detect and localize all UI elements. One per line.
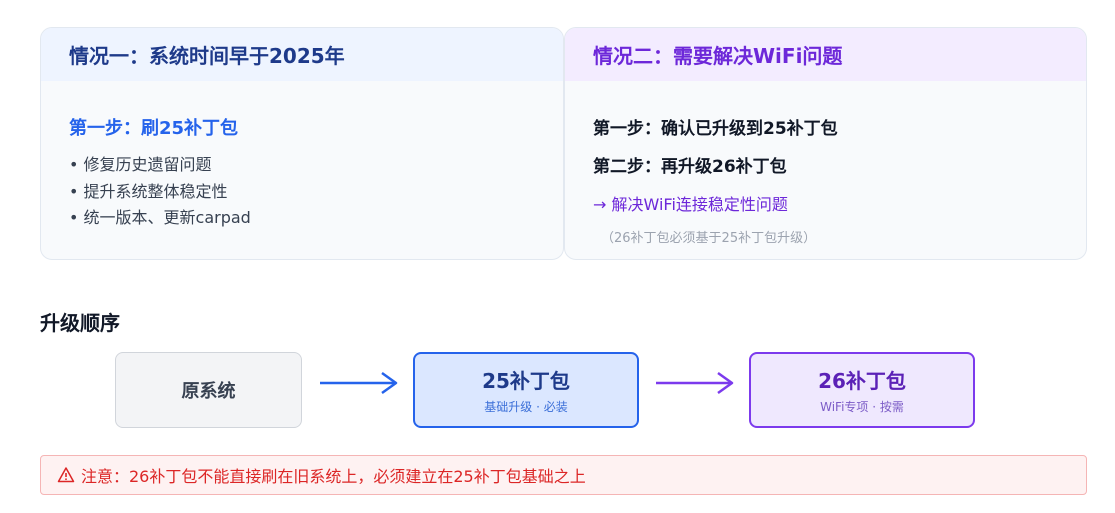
sequence-title: 升级顺序: [40, 311, 120, 335]
case2-result: → 解决WiFi连接稳定性问题: [593, 195, 788, 214]
case1-list: • 修复历史遗留问题 • 提升系统整体稳定性 • 统一版本、更新carpad: [69, 152, 535, 232]
warning-banner: 注意：26补丁包不能直接刷在旧系统上，必须建立在25补丁包基础之上: [40, 455, 1087, 495]
patch25-box: 25补丁包 基础升级 · 必装: [413, 352, 639, 428]
case2-step2: 第二步：再升级26补丁包: [593, 157, 787, 177]
patch25-subtitle: 基础升级 · 必装: [484, 400, 568, 414]
case1-step: 第一步：刷25补丁包: [69, 118, 239, 139]
warning-text: 注意：26补丁包不能直接刷在旧系统上，必须建立在25补丁包基础之上: [81, 467, 586, 486]
patch25-title: 25补丁包: [482, 369, 570, 393]
case1-item: • 统一版本、更新carpad: [69, 208, 251, 227]
arrow-right-icon: [320, 371, 398, 395]
case1-title: 情况一：系统时间早于2025年: [41, 28, 563, 81]
warning-triangle-icon: [57, 467, 75, 483]
patch26-title: 26补丁包: [818, 369, 906, 393]
scenario-cards: 情况一：系统时间早于2025年 第一步：刷25补丁包 • 修复历史遗留问题 • …: [40, 27, 1087, 260]
case2-card: 情况二：需要解决WiFi问题 第一步：确认已升级到25补丁包 第二步：再升级26…: [564, 27, 1087, 260]
original-system-label: 原系统: [181, 381, 236, 402]
case2-title: 情况二：需要解决WiFi问题: [565, 28, 1086, 81]
patch26-box: 26补丁包 WiFi专项 · 按需: [749, 352, 975, 428]
patch26-subtitle: WiFi专项 · 按需: [820, 400, 904, 414]
case1-item: • 提升系统整体稳定性: [69, 181, 228, 201]
case2-note: （26补丁包必须基于25补丁包升级）: [601, 231, 817, 246]
original-system-box: 原系统: [115, 352, 302, 428]
arrow-right-icon: [656, 371, 734, 395]
case1-card: 情况一：系统时间早于2025年 第一步：刷25补丁包 • 修复历史遗留问题 • …: [40, 27, 564, 260]
case2-step1: 第一步：确认已升级到25补丁包: [593, 119, 838, 139]
case1-item: • 修复历史遗留问题: [69, 155, 212, 174]
